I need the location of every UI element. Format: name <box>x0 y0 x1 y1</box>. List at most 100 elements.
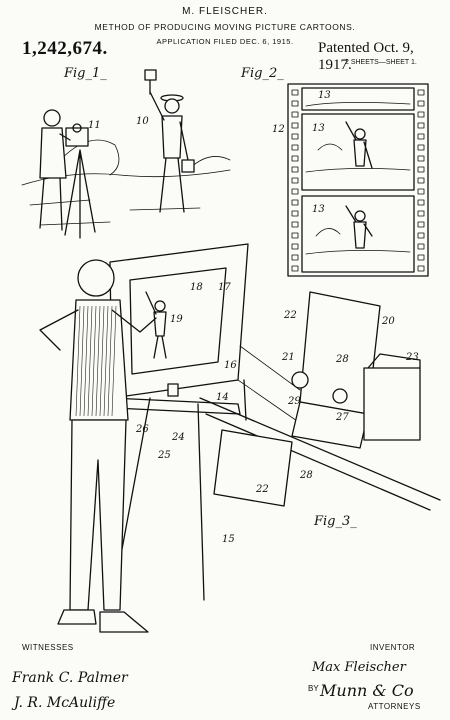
sprocket-hole <box>417 254 425 261</box>
figure-2-label: Fig_2_ <box>241 66 284 81</box>
sprocket-hole <box>417 210 425 217</box>
fig1-bush <box>59 139 120 176</box>
ref-13b: 13 <box>312 123 325 134</box>
figure-3-label: Fig_3_ <box>314 514 357 529</box>
cameraman-torso <box>39 127 67 179</box>
frame-1-horizon <box>305 102 411 107</box>
fig1-ground-strokes <box>29 199 201 226</box>
vest-hatching <box>75 305 117 417</box>
posing-figure-arms <box>149 91 189 161</box>
inventor-signature: Max Fleischer <box>312 660 406 675</box>
sprocket-hole <box>291 221 299 228</box>
flag-right <box>181 159 195 173</box>
sprocket-hole <box>291 188 299 195</box>
patentee-name: M. FLEISCHER. <box>182 6 268 17</box>
ref-24: 24 <box>171 432 185 443</box>
application-filed-date: APPLICATION FILED DEC. 6, 1915. <box>156 37 294 46</box>
witness-signature-2: J. R. McAuliffe <box>11 695 115 711</box>
sprocket-hole <box>291 210 299 217</box>
animator-head <box>77 259 115 297</box>
ref-10: 10 <box>136 116 149 127</box>
posing-figure-torso <box>161 115 183 159</box>
fig1-hill <box>189 156 231 169</box>
sprocket-hole <box>417 221 425 228</box>
projection-beam-rail <box>199 397 441 511</box>
posing-figure-legs <box>159 157 185 213</box>
traced-figure-body <box>145 291 167 359</box>
figure-1-drawing: 11 10 <box>21 69 231 239</box>
ref-16: 16 <box>224 360 237 371</box>
witness-signature-1: Frank C. Palmer <box>11 670 129 686</box>
sprocket-hole <box>417 199 425 206</box>
patent-number: 1,242,674. <box>22 38 108 59</box>
posing-figure-head <box>164 98 180 114</box>
frame-3-figure-body <box>345 205 373 249</box>
ref-29: 29 <box>287 396 301 407</box>
film-reel-front <box>291 371 309 389</box>
table-legs <box>119 379 247 601</box>
sprocket-hole <box>417 155 425 162</box>
frame-3-landscape <box>305 228 411 255</box>
sprocket-hole <box>417 122 425 129</box>
ref-28a: 28 <box>335 354 349 365</box>
patented-date: Patented Oct. 9, 1917. <box>318 40 414 73</box>
sprocket-hole <box>417 133 425 140</box>
attorneys-label: ATTORNEYS <box>368 702 421 711</box>
vest-hatch-line <box>87 305 93 417</box>
ref-18: 18 <box>190 282 203 293</box>
sprocket-hole <box>291 243 299 250</box>
frame-2-figure-head <box>354 128 366 140</box>
frame-3-figure-head <box>354 210 366 222</box>
camera-reel <box>72 123 82 133</box>
vest-hatch-line <box>99 305 105 417</box>
by-label: BY <box>308 684 319 693</box>
animator-trousers <box>69 419 127 611</box>
ref-25: 25 <box>157 450 171 461</box>
lamp-housing <box>363 367 421 441</box>
sprocket-hole <box>291 144 299 151</box>
vest-hatch-line <box>91 305 97 417</box>
tripod-legs <box>64 149 96 239</box>
sprocket-hole <box>417 111 425 118</box>
ref-12: 12 <box>272 124 285 135</box>
vest-hatch-line <box>107 305 113 417</box>
vest-hatch-line <box>83 305 89 417</box>
cameraman-head <box>43 109 61 127</box>
figure-3-drawing: 18 17 19 16 14 26 24 25 15 22 20 21 28 2… <box>39 243 441 633</box>
sprocket-hole <box>291 265 299 272</box>
witnesses-label: WITNESSES <box>22 643 74 652</box>
ref-13c: 13 <box>312 204 325 215</box>
flag-left <box>144 69 157 81</box>
ref-27: 27 <box>335 412 349 423</box>
sprocket-hole <box>291 155 299 162</box>
figure-1-label: Fig_1_ <box>64 66 107 81</box>
figure-2-drawing: 12 13 13 13 <box>272 83 429 277</box>
animator-drawing-arm <box>111 309 157 333</box>
ref-19: 19 <box>170 314 183 325</box>
sprocket-hole <box>291 166 299 173</box>
inventor-label: INVENTOR <box>370 643 416 652</box>
film-frame-1 <box>301 87 415 111</box>
cameraman-arm <box>59 133 71 141</box>
film-frame-2 <box>301 113 415 191</box>
lower-film-box <box>213 429 293 507</box>
ref-26: 26 <box>135 424 149 435</box>
animator-left-arm <box>39 309 79 351</box>
vest-hatch-line <box>103 305 109 417</box>
lens <box>332 388 348 404</box>
ref-20: 20 <box>381 316 395 327</box>
sprocket-hole <box>417 166 425 173</box>
sprocket-hole <box>291 254 299 261</box>
ref-11: 11 <box>88 120 101 131</box>
sheet-count: 2 SHEETS—SHEET 1. <box>345 59 417 66</box>
animator-vest <box>69 299 129 421</box>
film-frame-3 <box>301 195 415 273</box>
sprocket-hole <box>291 111 299 118</box>
sprocket-hole <box>291 100 299 107</box>
sprocket-hole <box>417 188 425 195</box>
sprocket-hole <box>417 177 425 184</box>
attorney-signature: Munn & Co <box>319 681 414 700</box>
vest-hatch-line <box>79 305 85 417</box>
ref-17: 17 <box>218 282 231 293</box>
vest-hatch-line <box>95 305 101 417</box>
